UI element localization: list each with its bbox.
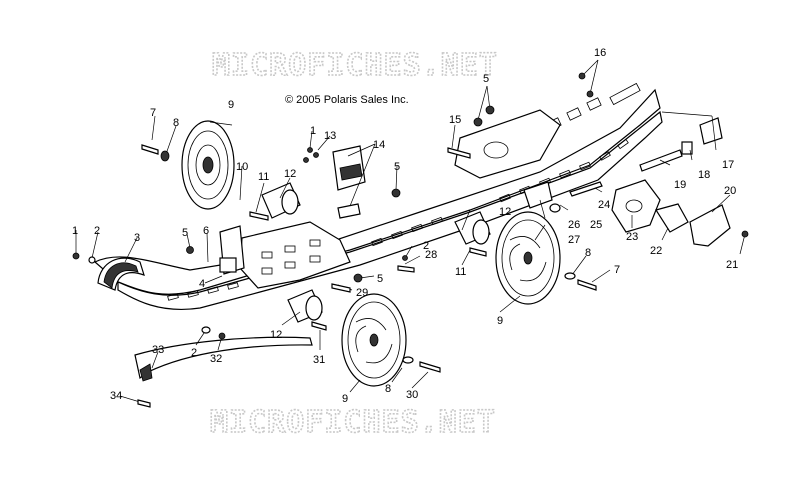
callout-9: 9: [497, 315, 503, 327]
callout-1: 1: [72, 225, 78, 237]
callout-2: 2: [94, 225, 100, 237]
rail-assembly: [93, 82, 663, 310]
callout-12: 12: [270, 329, 282, 341]
watermark-top: MICROFICHES.NET: [212, 48, 498, 83]
idler-wheel-right: [495, 211, 561, 305]
callout-17: 17: [722, 159, 734, 171]
idler-wheel-lower: [341, 293, 407, 387]
callout-12: 12: [284, 168, 296, 180]
callout-2: 2: [423, 240, 429, 252]
callout-11: 11: [258, 171, 269, 183]
callout-8: 8: [385, 383, 391, 395]
bolt-24: [569, 181, 603, 197]
callout-22: 22: [650, 245, 662, 257]
copyright-text: © 2005 Polaris Sales Inc.: [285, 94, 409, 106]
watermark-bottom: MICROFICHES.NET: [210, 405, 496, 440]
callout-13: 13: [324, 130, 336, 142]
callout-1: 1: [310, 125, 316, 137]
callout-19: 19: [674, 179, 686, 191]
callout-28: 28: [425, 249, 437, 261]
clip-17: [699, 117, 723, 145]
callout-21: 21: [726, 259, 738, 271]
callout-3: 3: [134, 232, 140, 244]
callout-18: 18: [698, 169, 710, 181]
callout-2: 2: [191, 347, 197, 359]
callout-4: 4: [199, 278, 205, 290]
callout-5: 5: [483, 73, 489, 85]
callout-25: 25: [590, 219, 602, 231]
rear-hinge: [611, 179, 661, 233]
axle-housing-lower: [287, 289, 323, 323]
callout-14: 14: [373, 139, 385, 151]
callout-7: 7: [614, 264, 620, 276]
callout-23: 23: [626, 231, 638, 243]
callout-20: 20: [724, 185, 736, 197]
callout-15: 15: [449, 114, 461, 126]
callout-34: 34: [110, 390, 122, 402]
callout-12: 12: [499, 206, 511, 218]
callouts: 16 5 15 17 18 19 20 21 22 23 24 25 26 27…: [72, 47, 738, 405]
callout-5: 5: [377, 273, 383, 285]
block-lower: [337, 203, 361, 219]
callout-27: 27: [568, 234, 580, 246]
bracket-26: [523, 181, 553, 209]
rear-plate: [689, 204, 731, 247]
callout-32: 32: [210, 353, 222, 365]
callout-26: 26: [568, 219, 580, 231]
idler-wheel-upper-left: [181, 120, 235, 210]
hardware: [72, 72, 749, 408]
callout-29: 29: [356, 287, 368, 299]
callout-10: 10: [236, 161, 248, 173]
callout-24: 24: [598, 199, 610, 211]
axle-housing-right: [454, 211, 491, 245]
callout-30: 30: [406, 389, 418, 401]
callout-11: 11: [455, 266, 466, 278]
callout-7: 7: [150, 107, 156, 119]
callout-33: 33: [152, 344, 164, 356]
callout-8: 8: [585, 247, 591, 259]
axle-housing-left: [261, 182, 301, 219]
callout-9: 9: [228, 99, 234, 111]
rear-block: [655, 203, 689, 233]
callout-16: 16: [594, 47, 606, 59]
callout-31: 31: [313, 354, 325, 366]
callout-5: 5: [394, 161, 400, 173]
callout-9: 9: [342, 393, 348, 405]
callout-8: 8: [173, 117, 179, 129]
callout-6: 6: [203, 225, 209, 237]
wear-strip: [134, 336, 313, 380]
callout-5: 5: [182, 227, 188, 239]
